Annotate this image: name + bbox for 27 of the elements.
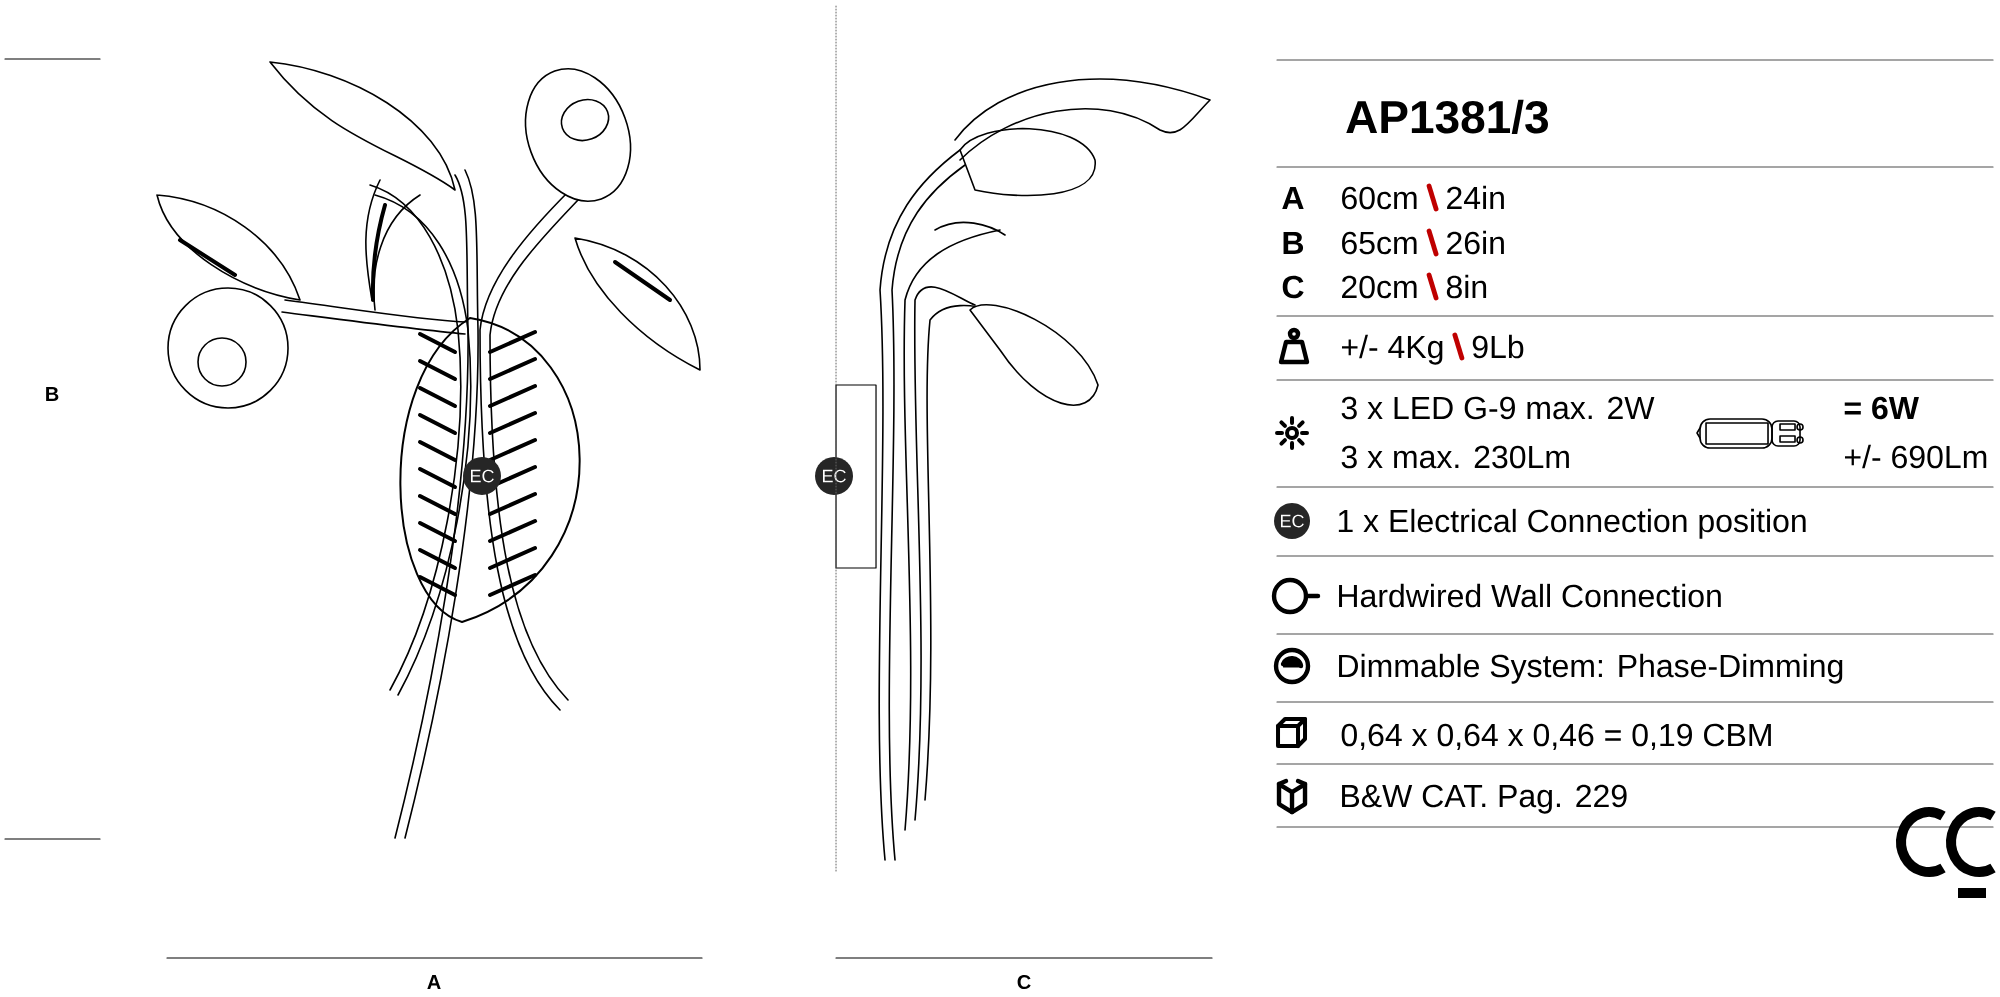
spec-text: +/- 4Kg [1342, 334, 1443, 365]
dimension-label: C [1017, 974, 1031, 990]
spec-text: 24in [1447, 185, 1504, 209]
spec-text: 20cm [1342, 275, 1417, 299]
spec-text: 8in [1446, 274, 1487, 299]
dimension-letter: B [1283, 232, 1304, 254]
spec-text: 65cm [1342, 231, 1417, 255]
dimension-letter: C [1282, 275, 1304, 299]
dimension-label: B [46, 387, 59, 401]
dimension-letter: A [1282, 187, 1304, 209]
spec-text: 1 x Electrical Connection position [1338, 508, 1806, 539]
spec-text: Hardwired Wall Connection [1339, 583, 1721, 608]
spec-text: 26in [1447, 230, 1504, 255]
ec-badge: EC [1274, 503, 1310, 539]
spec-text: +/- 690Lm [1845, 444, 1987, 469]
spec-text: 3 x max. 230Lm [1341, 445, 1569, 469]
spec-text: 60cm [1342, 186, 1417, 210]
ec-badge: EC [815, 457, 853, 495]
spec-text: B&W CAT. Pag. 229 [1342, 784, 1627, 814]
model-title: AP1381/3 [1346, 99, 1548, 134]
ec-badge: EC [463, 457, 501, 495]
spec-text: 9Lb [1472, 334, 1524, 359]
dimension-label: A [427, 975, 441, 989]
spec-text: 0,64 x 0,64 x 0,46 = 0,19 CBM [1341, 723, 1771, 751]
spec-text: 3 x LED G-9 max. 2W [1341, 396, 1655, 420]
spec-text: = 6W [1844, 396, 1919, 420]
spec-text: Dimmable System: Phase-Dimming [1339, 653, 1843, 684]
